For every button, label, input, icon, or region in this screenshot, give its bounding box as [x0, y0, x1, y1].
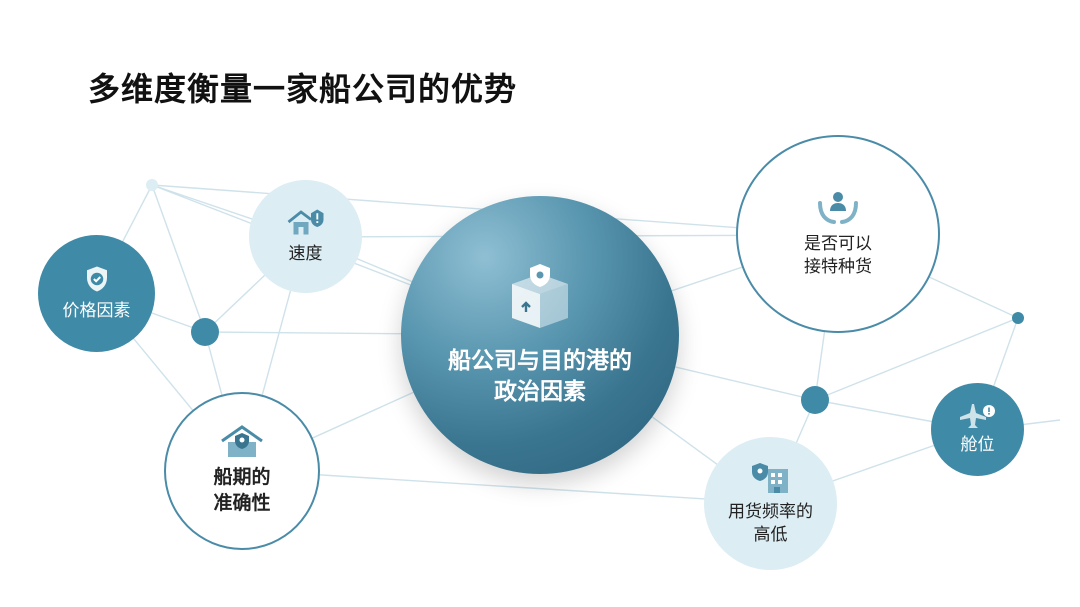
page-title: 多维度衡量一家船公司的优势: [88, 70, 518, 108]
shield-check-icon: [86, 266, 107, 292]
hands-person-icon: [818, 192, 858, 225]
cabin-label: 舱位: [960, 435, 995, 456]
center-line2: 政治因素: [494, 379, 586, 405]
accuracy-line2: 准确性: [213, 492, 271, 514]
network-dot: [191, 318, 219, 346]
node-cabin-space: 舱位: [931, 383, 1024, 476]
node-usage-frequency: 用货频率的 高低: [704, 437, 837, 570]
frequency-line1: 用货频率的: [728, 501, 813, 522]
price-label: 价格因素: [62, 301, 131, 322]
cargo-line1: 是否可以: [804, 234, 872, 255]
speed-label: 速度: [288, 244, 323, 265]
node-speed: 速度: [249, 180, 362, 293]
node-schedule-accuracy: 船期的 准确性: [164, 392, 320, 550]
node-price-factor: 价格因素: [38, 235, 155, 352]
house-shield-icon: [221, 425, 263, 458]
shield-box-icon: [512, 263, 568, 328]
frequency-line2: 高低: [753, 524, 788, 545]
network-dot: [146, 179, 158, 191]
network-dot: [801, 386, 829, 414]
network-dot: [1012, 312, 1024, 324]
center-line1: 船公司与目的港的: [448, 347, 632, 374]
node-special-cargo: 是否可以 接特种货: [736, 135, 940, 333]
node-center-political: 船公司与目的港的 政治因素: [401, 196, 679, 474]
accuracy-line1: 船期的: [213, 466, 271, 489]
building-shield-icon: [751, 462, 788, 493]
plane-alert-icon: [959, 404, 995, 429]
cargo-line2: 接特种货: [804, 257, 872, 277]
house-alert-icon: [287, 209, 323, 235]
